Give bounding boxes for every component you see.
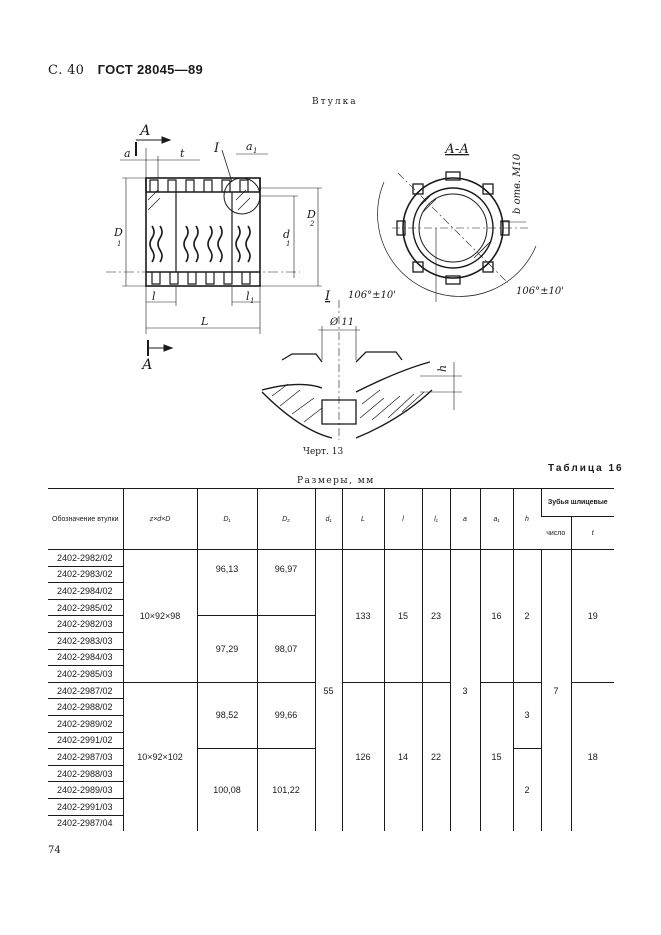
table-row: 2402-2983/03: [48, 632, 123, 650]
technical-drawing: А А: [106, 123, 564, 440]
dim-t: t: [180, 147, 185, 160]
g2-D2-b: 101,22: [256, 748, 315, 832]
figure-title: Втулка: [312, 97, 358, 107]
angle-left: 106°±10': [348, 290, 396, 301]
dim-D1: D: [113, 226, 123, 239]
col-h: h: [512, 488, 541, 550]
col-a: a: [449, 488, 480, 550]
g2-D2-a: 99,66: [256, 682, 315, 750]
g2-zdD: 10×92×102: [122, 682, 197, 832]
col-zdD: z×d×D: [122, 488, 197, 550]
g1-D2-a: 96,97: [256, 549, 315, 617]
table-row: 2402-2987/04: [57, 818, 113, 829]
table-row: 2402-2984/02: [48, 582, 123, 600]
table-row: 2402-2985/03: [48, 665, 123, 683]
table-row: 2402-2983/02: [48, 566, 123, 584]
g1-l1: 23: [421, 549, 450, 683]
page-header: С. 40 ГОСТ 28045—89: [48, 62, 203, 78]
table-row: 2402-2991/03: [48, 798, 123, 816]
dim-D1-sub: 1: [117, 240, 121, 248]
col-D1: D₁: [196, 488, 257, 550]
section-view-label: А-А: [444, 142, 469, 157]
col-a1: a₁: [479, 488, 513, 550]
dim-h: h: [436, 365, 449, 372]
section-mark-top: А: [139, 123, 151, 139]
dimensions-table: Обозначение втулки z×d×D D₁ D₂ d₁ L l l₁…: [48, 488, 615, 832]
standard-number: ГОСТ 28045—89: [97, 62, 204, 77]
table-row: 2402-2989/02: [48, 715, 123, 733]
g2-D1-a: 98,52: [196, 682, 257, 750]
table-row: 2402-2987/02: [48, 682, 123, 700]
col-t: t: [570, 516, 615, 550]
dim-a1-sub: 1: [253, 147, 257, 155]
col-d1: d₁: [314, 488, 342, 550]
dim-L: L: [200, 315, 208, 328]
shared-count: 7: [540, 549, 571, 832]
b-label: b отв. М10: [512, 153, 523, 214]
dim-d1: d: [283, 228, 290, 241]
g2-t: 18: [570, 682, 615, 832]
dim-D2: D: [306, 208, 316, 221]
dim-l: l: [152, 290, 156, 303]
g2-L: 126: [341, 682, 384, 832]
diameter-label: Ø 11: [329, 317, 354, 328]
table-row: 2402-2988/03: [48, 765, 123, 783]
g1-a1: 16: [479, 549, 513, 683]
dim-d1-sub: 1: [286, 240, 290, 248]
table-row: 2402-2989/03: [48, 781, 123, 799]
angle-right: 106°±10': [516, 286, 564, 297]
g1-D2-b: 98,07: [256, 615, 315, 683]
g1-D1-b: 97,29: [196, 615, 257, 683]
detail-i-view: I Ø 11 h: [261, 289, 462, 440]
table-subtitle: Размеры, мм: [297, 476, 375, 486]
table-label: Таблица 16: [548, 463, 624, 474]
shared-a: 3: [449, 549, 480, 832]
detail-mark: I: [213, 141, 220, 156]
page-label: С. 40: [48, 63, 85, 78]
col-D2: D₂: [256, 488, 315, 550]
g1-l: 15: [383, 549, 422, 683]
table-row: 2402-2987/03: [48, 748, 123, 766]
g1-L: 133: [341, 549, 384, 683]
g1-t: 19: [570, 549, 615, 683]
table-row: 2402-2982/03: [48, 615, 123, 633]
col-designation: Обозначение втулки: [48, 488, 123, 550]
g2-h-b: 2: [512, 748, 541, 832]
g1-D1-a: 96,13: [196, 549, 257, 617]
g1-zdD: 10×92×98: [122, 549, 197, 683]
dim-D2-sub: 2: [309, 220, 315, 228]
table-row: 2402-2982/02: [48, 549, 123, 567]
g2-h-a: 3: [512, 682, 541, 750]
dim-a1: a: [246, 140, 253, 153]
detail-view-label: I: [324, 289, 331, 304]
page-number: 74: [48, 845, 61, 856]
g2-l1: 22: [421, 682, 450, 832]
section-aa-view: А-А 106°±10' 106°±10' b отв. М10: [348, 142, 564, 302]
table-row: 2402-2988/02: [48, 698, 123, 716]
table-row: 2402-2991/02: [48, 732, 123, 750]
dim-l1: l: [246, 290, 250, 303]
shared-d1: 55: [314, 549, 342, 832]
dim-l1-sub: 1: [250, 297, 254, 305]
section-mark-bottom: А: [141, 357, 153, 373]
figure-caption: Черт. 13: [303, 447, 344, 457]
sleeve-section-view: А А: [106, 123, 322, 373]
g2-l: 14: [383, 682, 422, 832]
col-l: l: [383, 488, 422, 550]
g2-a1: 15: [479, 682, 513, 832]
table-row: 2402-2984/03: [48, 649, 123, 667]
g2-D1-b: 100,08: [196, 748, 257, 832]
col-L: L: [341, 488, 384, 550]
dim-a: a: [124, 147, 131, 160]
col-count: число: [541, 516, 571, 550]
col-teeth: Зубья шлицевые: [540, 488, 615, 517]
g1-h: 2: [512, 549, 541, 683]
table-row: 2402-2985/02: [48, 599, 123, 617]
col-l1: l₁: [421, 488, 450, 550]
